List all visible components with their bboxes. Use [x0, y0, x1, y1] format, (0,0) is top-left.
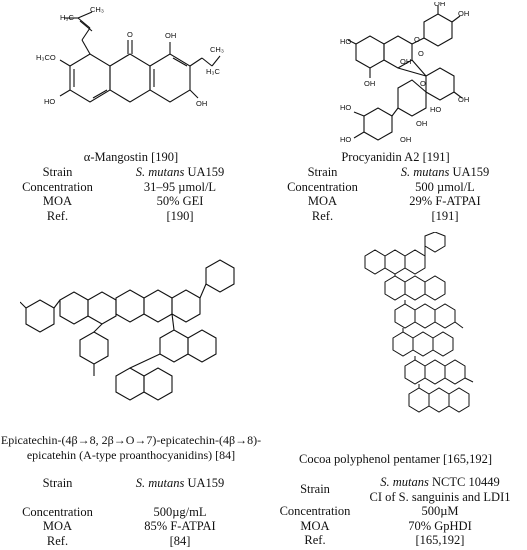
atom-label: CH₃ — [90, 5, 104, 14]
strain-line-2: CI of S. sanguinis and LDI1 — [369, 489, 511, 504]
property-value: S. mutans UA159 — [105, 476, 255, 491]
property-label: Strain — [307, 165, 338, 179]
property-row-concentration: Concentration 31–95 µmol/L — [10, 180, 255, 195]
atom-label: HO — [340, 135, 351, 144]
property-value: [190] — [166, 208, 194, 223]
species-name: S. mutans — [135, 165, 185, 179]
atom-label: OH — [165, 31, 176, 40]
atom-label: O — [414, 35, 420, 44]
species-name: S. mutans — [135, 476, 185, 490]
property-row-moa: MOA 85% F-ATPAI — [10, 519, 255, 534]
property-label: MOA — [300, 518, 330, 533]
property-row-ref: Ref. [165,192] — [275, 533, 525, 548]
property-value: 500 µmol/L — [415, 179, 475, 194]
atom-label: O — [420, 79, 426, 88]
property-label: Concentration — [279, 504, 351, 519]
property-label: Strain — [300, 482, 330, 497]
property-label: MOA — [42, 519, 73, 534]
property-value: 70% GpHDI — [408, 518, 472, 533]
atom-label: HO — [44, 97, 55, 106]
cocoa-pentamer-structure — [345, 232, 495, 432]
species-name: S. mutans — [380, 475, 429, 489]
atom-label: H₃CO — [36, 53, 56, 62]
property-row-concentration: Concentration 500 µmol/L — [275, 180, 520, 195]
atom-label: OH — [364, 79, 375, 88]
compound-properties-table: Strain S. mutans UA159 Concentration 500… — [275, 165, 520, 223]
property-row-ref: Ref. [190] — [10, 209, 255, 224]
property-row-moa: MOA 70% GpHDI — [275, 519, 525, 534]
property-value: S. mutans NCTC 10449 CI of S. sanguinis … — [355, 475, 525, 504]
property-label: Ref. — [46, 208, 69, 223]
property-row-strain: Strain S. mutans UA159 — [10, 476, 255, 491]
strain-id: NCTC 10449 — [428, 475, 500, 489]
compound-properties-table: Strain S. mutans NCTC 10449 CI of S. san… — [275, 475, 525, 548]
property-row-ref: Ref. [84] — [10, 534, 255, 549]
property-label: Ref. — [311, 208, 334, 223]
property-value: 31–95 µmol/L — [143, 179, 217, 194]
property-label: Ref. — [304, 533, 326, 548]
property-row-concentration: Concentration 500µM — [275, 504, 525, 519]
species-name: S. mutans — [400, 165, 450, 179]
property-value: [191] — [431, 208, 459, 223]
atom-label: CH₃ — [210, 45, 224, 54]
compound-name-line-1: Epicatechin-(4β→8, 2β→O→7)-epicatechin-(… — [0, 433, 262, 447]
compound-name: α-Mangostin [190] — [83, 150, 179, 164]
compound-name-line-2: epicatehin (A-type proanthocyanidins) [8… — [26, 448, 236, 462]
property-value: S. mutans UA159 — [105, 165, 255, 180]
a-type-proanthocyanidin-structure — [20, 258, 250, 418]
property-label: MOA — [42, 194, 73, 209]
property-value: 29% F-ATPAI — [409, 194, 481, 209]
property-label: Ref. — [46, 533, 69, 548]
strain-id: UA159 — [184, 476, 225, 490]
atom-label: OH — [416, 119, 427, 128]
property-label: MOA — [307, 194, 338, 209]
atom-label: OH — [458, 95, 469, 104]
property-value: 50% GEI — [156, 194, 204, 209]
atom-label: O — [418, 49, 424, 58]
property-row-ref: Ref. [191] — [275, 209, 520, 224]
atom-label: OH — [458, 9, 469, 18]
compound-properties-table: Strain S. mutans UA159 Concentration 500… — [10, 476, 255, 548]
property-row-moa: MOA 50% GEI — [10, 194, 255, 209]
property-value: S. mutans UA159 — [370, 165, 520, 180]
property-value: 500µM — [421, 504, 459, 519]
alpha-mangostin-structure: H₃C CH₃ H₃CO O OH HO OH CH₃ H₃C — [30, 4, 230, 134]
property-row-strain: Strain S. mutans UA159 — [275, 165, 520, 180]
procyanidin-a2-structure: OH OH HO O OH O OH OH HO HO O OH OH HO — [340, 2, 500, 148]
property-label: Concentration — [22, 504, 93, 519]
property-row-strain: Strain S. mutans UA159 — [10, 165, 255, 180]
property-value: 85% F-ATPAI — [144, 519, 216, 534]
atom-label: OH — [196, 99, 207, 108]
property-value: [84] — [169, 533, 191, 548]
compound-name: Cocoa polyphenol pentamer [165,192] — [298, 452, 492, 466]
property-label: Concentration — [22, 179, 93, 194]
atom-label: HO — [430, 105, 441, 114]
atom-label: H₃C — [206, 67, 220, 76]
property-label: Strain — [42, 476, 73, 490]
compound-name: Procyanidin A2 [191] — [341, 150, 450, 164]
atom-label: OH — [400, 135, 411, 144]
atom-label: HO — [340, 103, 351, 112]
property-row-moa: MOA 29% F-ATPAI — [275, 194, 520, 209]
property-value: 500µg/mL — [153, 504, 207, 519]
property-value: [165,192] — [415, 533, 465, 548]
strain-id: UA159 — [449, 165, 490, 179]
atom-label: O — [127, 30, 133, 39]
atom-label: HO — [340, 37, 351, 46]
strain-id: UA159 — [184, 165, 225, 179]
property-row-concentration: Concentration 500µg/mL — [10, 491, 255, 520]
atom-label: OH — [400, 57, 411, 66]
property-label: Strain — [42, 165, 73, 179]
property-label: Concentration — [287, 179, 358, 194]
atom-label: OH — [434, 2, 445, 8]
atom-label: H₃C — [60, 13, 74, 22]
property-row-strain: Strain S. mutans NCTC 10449 CI of S. san… — [275, 475, 525, 504]
compound-properties-table: Strain S. mutans UA159 Concentration 31–… — [10, 165, 255, 223]
